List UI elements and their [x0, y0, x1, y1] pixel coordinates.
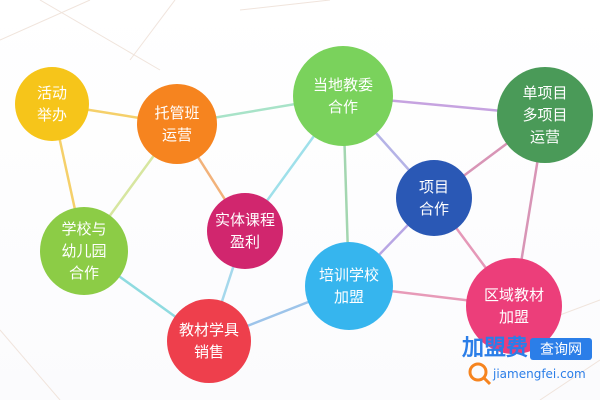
magnifier-handle-icon: [482, 376, 492, 386]
watermark-logo: 加盟费 查询网 jiamengfei.com: [461, 336, 592, 386]
node-label-tutoring-1: 运营: [162, 126, 192, 144]
node-label-training-school-1: 加盟: [334, 288, 364, 306]
node-label-material-sales-1: 销售: [194, 343, 224, 361]
node-label-project-coop-1: 合作: [419, 200, 449, 218]
node-label-tutoring-0: 托管班: [154, 104, 199, 122]
node-label-regional-material-1: 加盟: [499, 308, 529, 326]
watermark-brand: 加盟费: [461, 336, 528, 361]
node-label-single-multi-2: 运营: [530, 128, 560, 146]
node-circle-single-multi: [497, 67, 593, 163]
node-circle-school-kg: [40, 207, 128, 295]
node-label-local-edu-0: 当地教委: [313, 76, 373, 94]
node-label-training-school-0: 培训学校: [319, 266, 379, 284]
node-circle-training-school: [305, 242, 393, 330]
watermark-tag: 查询网: [540, 342, 582, 358]
node-label-regional-material-0: 区域教材: [484, 286, 544, 304]
node-label-school-kg-2: 合作: [69, 264, 99, 282]
node-label-activity-0: 活动: [37, 84, 67, 102]
node-label-single-multi-1: 多项目: [522, 106, 567, 124]
node-circle-regional-material: [466, 258, 562, 354]
node-label-course-profit-0: 实体课程: [215, 211, 275, 229]
node-circle-material-sales: [167, 299, 251, 383]
magnifier-icon: [468, 362, 488, 382]
node-circle-tutoring: [137, 84, 217, 164]
node-circle-local-edu: [293, 46, 393, 146]
watermark-tag-bg: [530, 338, 592, 360]
node-label-school-kg-1: 幼儿园: [61, 242, 106, 260]
node-label-single-multi-0: 单项目: [522, 84, 567, 102]
watermark-url: jiamengfei.com: [492, 367, 586, 381]
node-label-school-kg-0: 学校与: [61, 220, 106, 238]
node-label-local-edu-1: 合作: [328, 98, 358, 116]
node-label-project-coop-0: 项目: [419, 178, 449, 196]
node-label-material-sales-0: 教材学具: [179, 321, 239, 339]
node-circle-activity: [15, 67, 89, 141]
node-circle-project-coop: [396, 160, 472, 236]
nodes-layer: 活动举办托管班运营当地教委合作单项目多项目运营学校与幼儿园合作实体课程盈利项目合…: [15, 46, 593, 383]
node-label-course-profit-1: 盈利: [230, 233, 260, 251]
node-label-activity-1: 举办: [37, 106, 67, 124]
node-circle-course-profit: [207, 193, 283, 269]
